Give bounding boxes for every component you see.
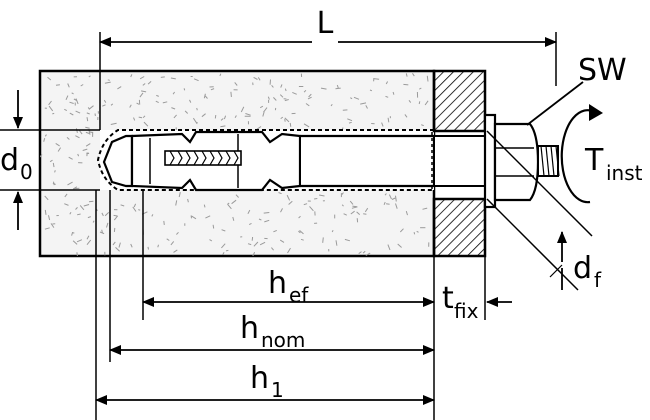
label-d0: d [0, 143, 19, 178]
washer [483, 113, 497, 209]
label-T-sub: inst [606, 161, 643, 185]
label-L: L [317, 6, 334, 41]
label-hef-sub: ef [289, 283, 309, 307]
label-SW: SW [578, 53, 627, 88]
hex-nut [493, 122, 540, 202]
label-df-sub: f [594, 268, 602, 292]
dimension-hef: h ef [142, 190, 435, 320]
label-h1: h [250, 361, 269, 396]
label-hnom-sub: nom [261, 328, 305, 352]
label-d0-sub: 0 [20, 160, 33, 184]
wrench-size-label: SW [526, 53, 627, 126]
label-T: T [584, 143, 604, 178]
torque-indicator: T inst [560, 104, 643, 204]
label-h1-sub: 1 [271, 378, 284, 402]
anchor-bolt [102, 113, 560, 209]
dimension-df: d f [486, 130, 602, 292]
dimension-L: L [99, 6, 557, 130]
label-hef: h [268, 266, 287, 301]
label-tfix: t [442, 281, 454, 316]
label-tfix-sub: fix [454, 299, 479, 323]
dimension-hnom: h nom [109, 190, 435, 362]
bolt-thread [540, 145, 560, 177]
fixture-part [432, 69, 487, 258]
dimension-h1: h 1 [95, 190, 435, 420]
stud-thread [169, 150, 239, 166]
dimension-d0: d 0 [0, 90, 100, 230]
concrete-texture [40, 73, 430, 256]
label-df: d [573, 251, 592, 286]
label-hnom: h [240, 311, 259, 346]
dimension-tfix: t fix [433, 256, 512, 420]
